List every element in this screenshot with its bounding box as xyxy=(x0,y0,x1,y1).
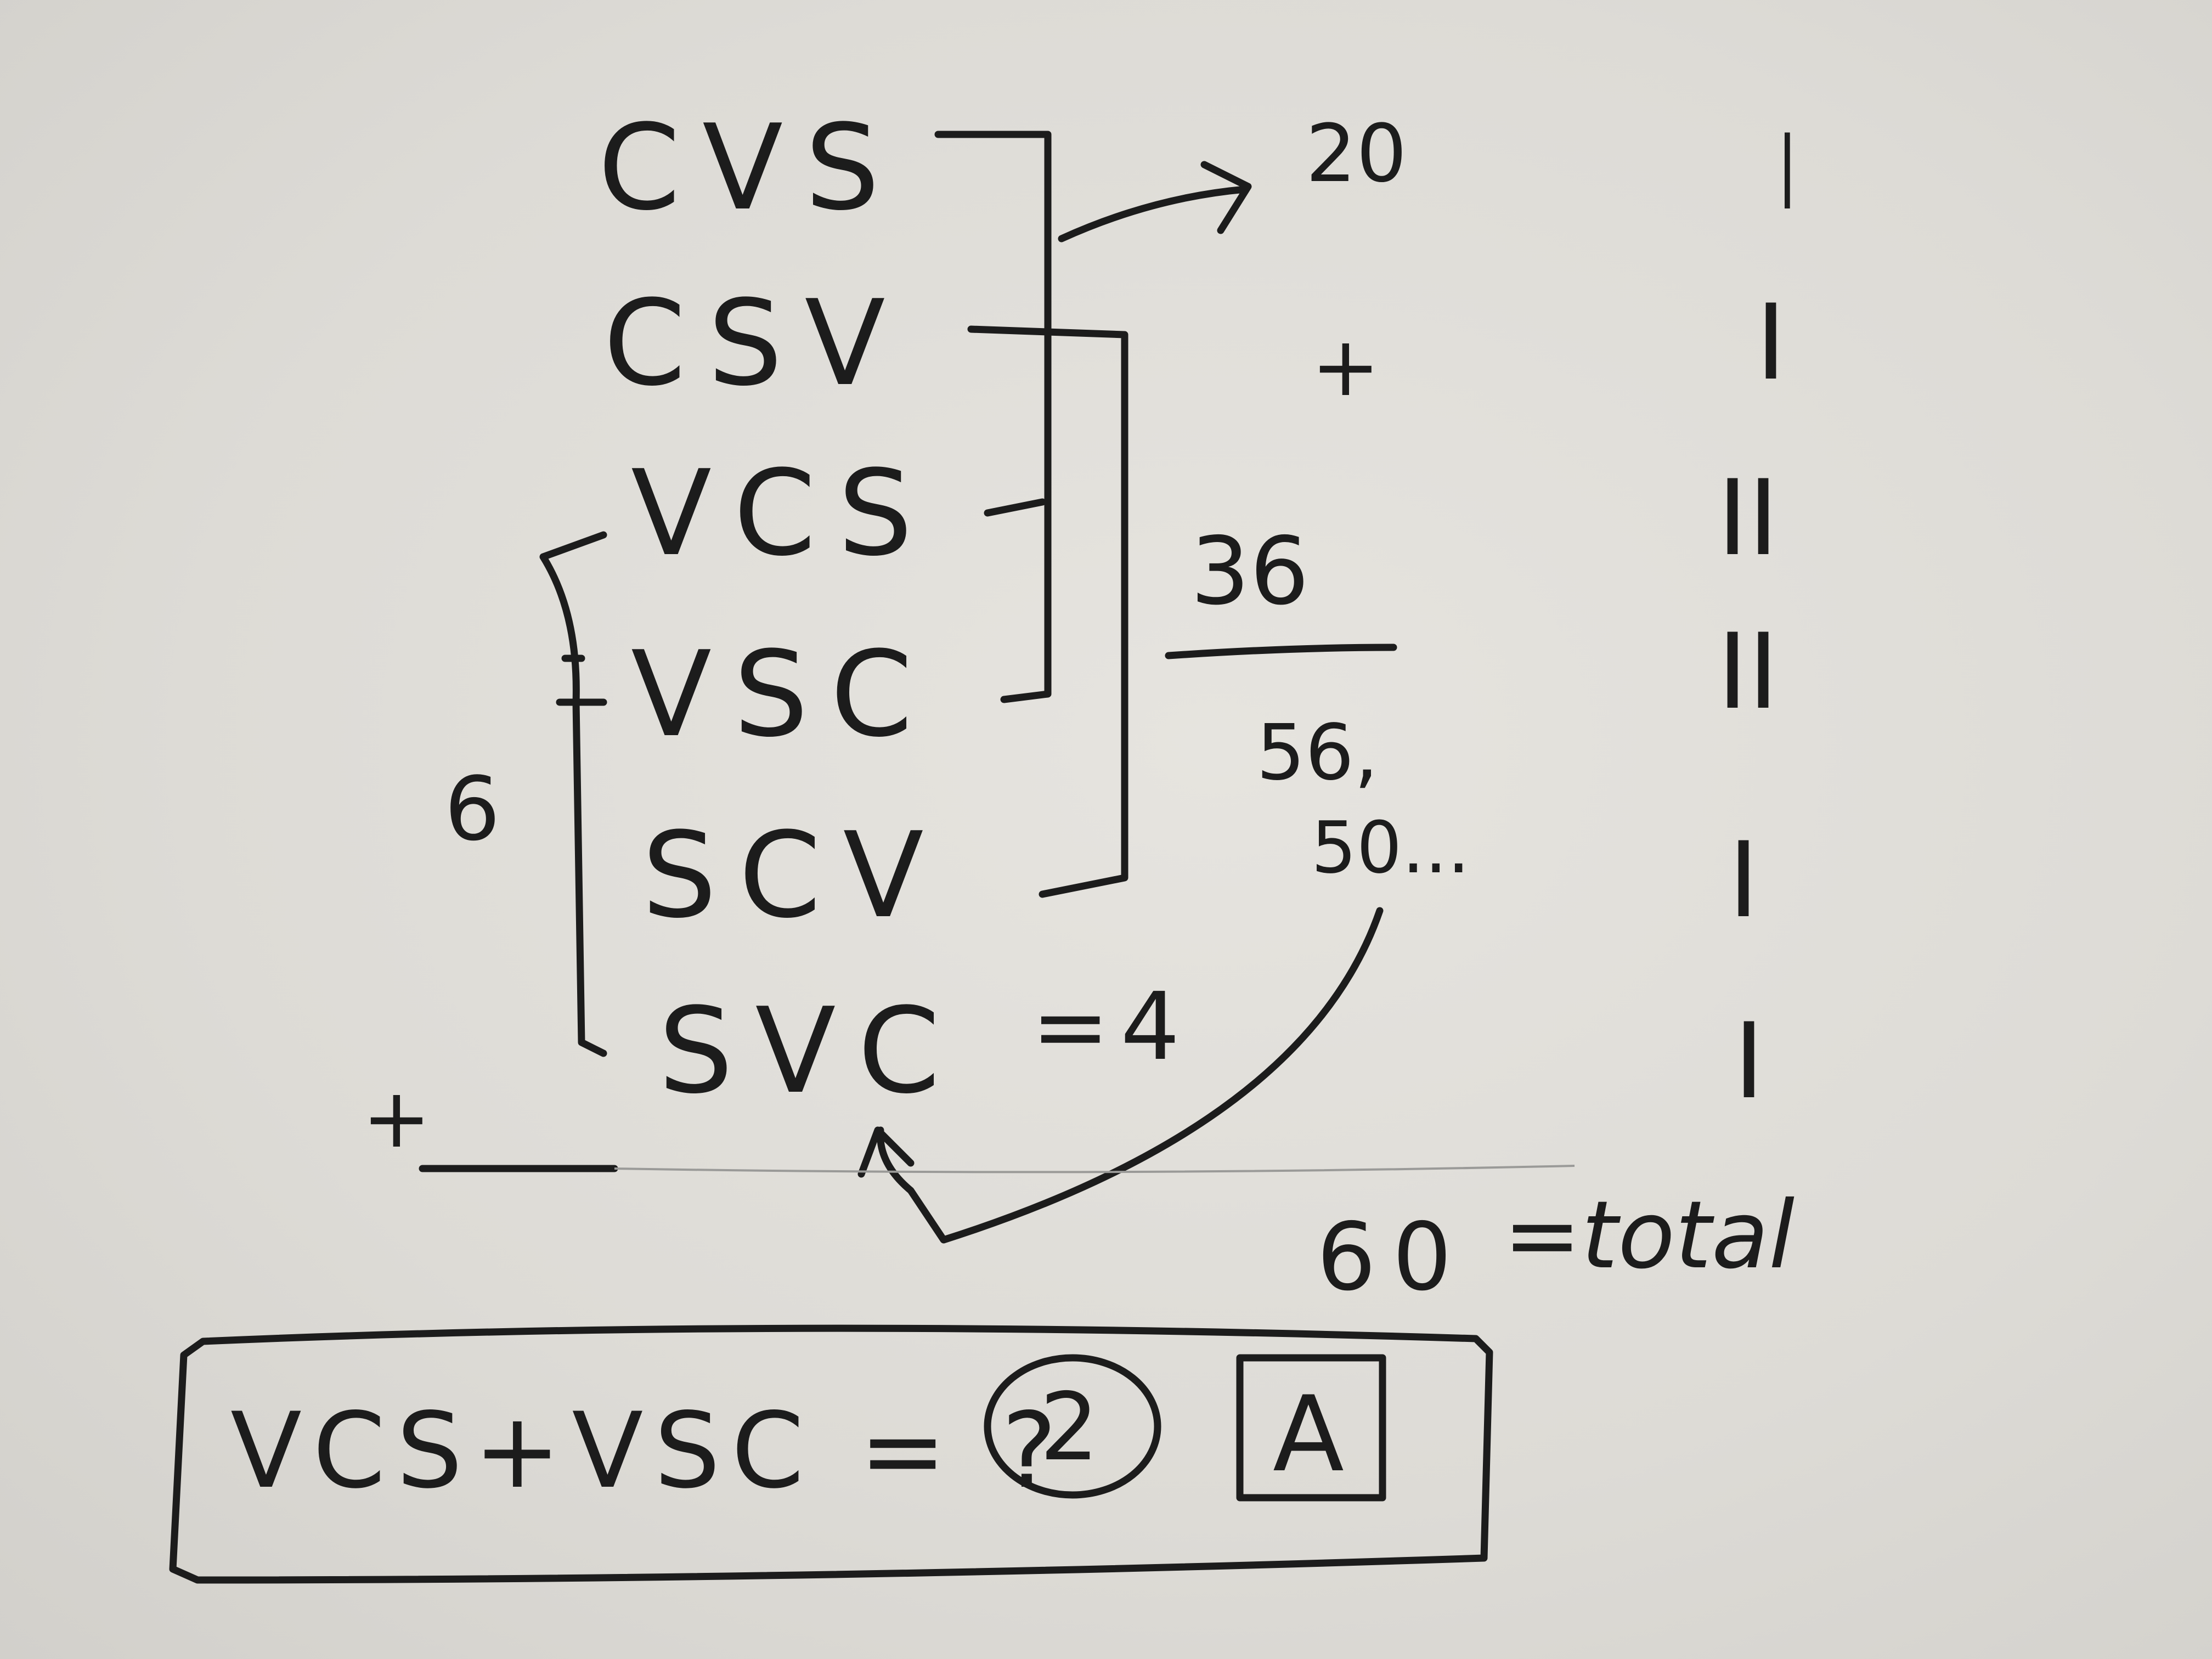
value-36: 36 xyxy=(1190,517,1309,626)
tally-row-2: I xyxy=(1756,282,1786,403)
tally-row-1: I xyxy=(1772,112,1803,233)
left-plus-sign: + xyxy=(362,1071,431,1166)
tally-row-6: I xyxy=(1734,1001,1764,1122)
value-20: 20 xyxy=(1306,108,1407,200)
curved-arrow-to-svc xyxy=(857,907,1384,1244)
perm-svc: SVC xyxy=(658,982,962,1120)
perm-vcs: VCS xyxy=(631,444,935,582)
underline-36 xyxy=(1165,644,1397,659)
circled-answer: 2 xyxy=(1040,1373,1099,1482)
tally-row-4: II xyxy=(1717,611,1779,732)
circled-answer-ring xyxy=(984,1354,1161,1499)
total-label: =total xyxy=(1503,1181,1795,1290)
total-value: 60 xyxy=(1317,1203,1468,1312)
perm-csv: CSV xyxy=(603,274,907,412)
count-six: 6 xyxy=(444,758,500,860)
tally-row-3: II xyxy=(1717,458,1779,579)
plus-between-values: + xyxy=(1311,319,1380,415)
boxed-answer: A xyxy=(1273,1374,1344,1495)
question-box xyxy=(169,1324,1493,1584)
value-50: 50... xyxy=(1311,806,1470,889)
perm-scv: SCV xyxy=(642,806,946,944)
sum-line-pencil xyxy=(614,1165,1575,1173)
left-bracket-six xyxy=(539,531,607,1057)
question-expression: VCS+VSC = ? xyxy=(230,1390,1068,1511)
perm-cvs: CVS xyxy=(598,99,902,236)
perm-vsc: VSC xyxy=(631,625,935,763)
bracket-csv-scv xyxy=(967,325,1128,898)
tally-row-5: I xyxy=(1728,820,1759,941)
value-56: 56, xyxy=(1256,708,1379,798)
arrow-to-20 xyxy=(1058,161,1252,242)
svc-equals-4: =4 xyxy=(1031,973,1191,1081)
bracket-cvs-vsc xyxy=(934,131,1052,703)
boxed-answer-frame xyxy=(1236,1354,1386,1502)
